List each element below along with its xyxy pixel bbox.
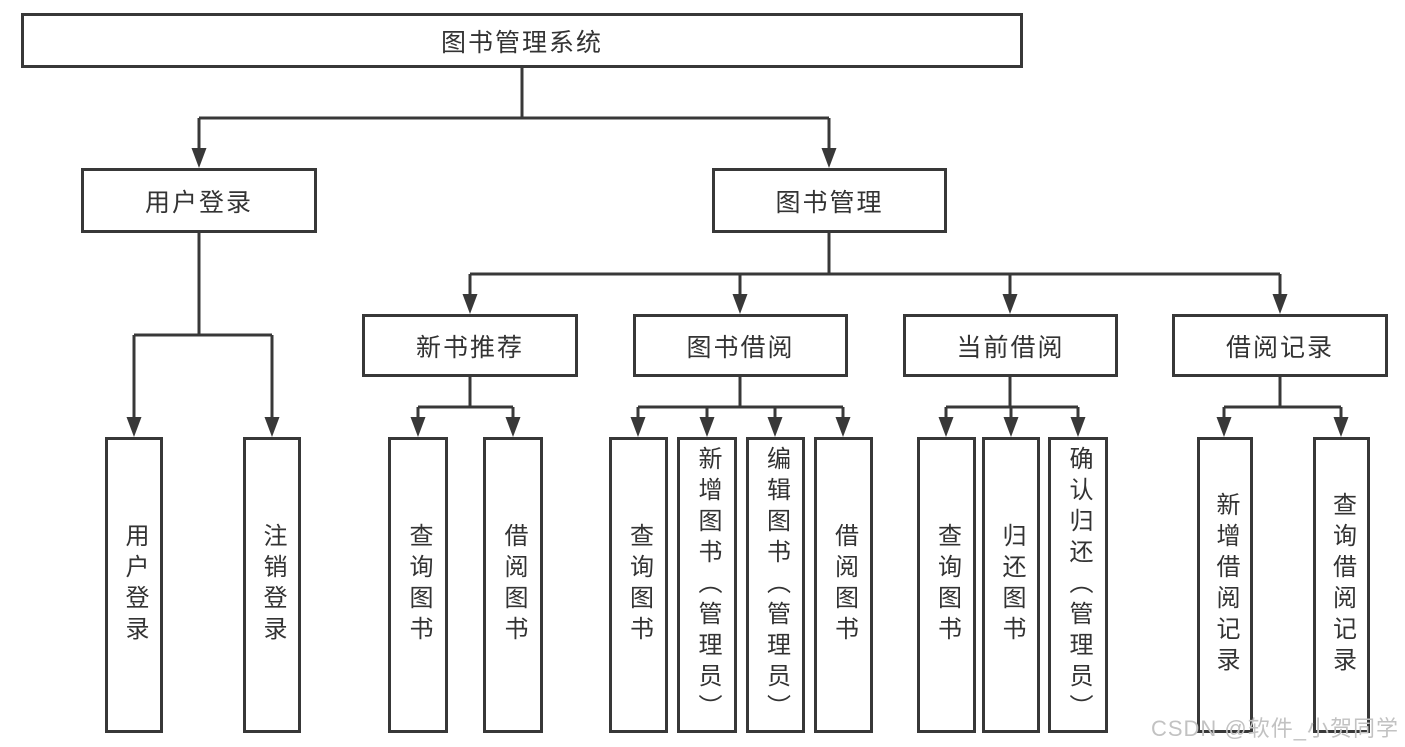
csdn-watermark: CSDN @软件_小贺同学 [1150,716,1399,741]
connector-user-login-branch [132,233,274,421]
arrowhead-new-book-node [462,294,478,314]
connector-borrow-records-branch [1222,377,1343,421]
node-current-borrow-label: 当前借阅 [956,333,1065,362]
connector-new-book-branch [416,377,515,421]
arrowhead-user-login-node [191,148,207,168]
leaf-query-books-2: 查询图书 [609,437,668,733]
arrowhead-leaf-add-record [1216,417,1232,437]
arrowhead-leaf-user-login [126,417,142,437]
leaf-edit-book-admin-label: 编辑图书（管理员） [762,445,790,725]
leaf-edit-book-admin: 编辑图书（管理员） [746,437,805,733]
leaf-logout-label: 注销登录 [259,523,286,647]
leaf-query-books-3-label: 查询图书 [933,523,961,647]
leaf-return-book: 归还图书 [982,437,1040,733]
leaf-return-book-label: 归还图书 [998,523,1025,647]
arrowhead-current-borrow-node [1002,294,1018,314]
node-user-login: 用户登录 [81,168,317,233]
arrowhead-leaf-edit-book [767,417,783,437]
connector-book-management-branch [468,233,1282,296]
leaf-logout: 注销登录 [243,437,301,733]
arrowhead-leaf-return-book [1003,417,1019,437]
leaf-borrow-books-1: 借阅图书 [483,437,543,733]
leaf-query-books-1-label: 查询图书 [405,523,432,647]
arrowhead-leaf-query-books-2 [630,417,646,437]
arrowhead-leaf-add-book [699,417,715,437]
leaf-query-books-1: 查询图书 [388,437,448,733]
node-book-management: 图书管理 [712,168,947,233]
arrowhead-leaf-query-books-3 [938,417,954,437]
leaf-add-book-admin: 新增图书（管理员） [677,437,737,733]
node-current-borrow: 当前借阅 [903,314,1118,377]
leaf-query-books-3: 查询图书 [917,437,976,733]
arrowhead-leaf-confirm-return [1070,417,1086,437]
arrowhead-leaf-query-record [1333,417,1349,437]
node-borrow-records-label: 借阅记录 [1225,333,1334,362]
node-book-borrow-label: 图书借阅 [686,333,795,362]
connector-book-borrow-branch [636,377,845,421]
connector-root-branch [197,68,831,150]
arrowhead-borrow-records-node [1272,294,1288,314]
leaf-add-borrow-record: 新增借阅记录 [1197,437,1253,733]
node-new-book-recommend: 新书推荐 [362,314,578,377]
leaf-query-borrow-record: 查询借阅记录 [1313,437,1370,733]
leaf-add-borrow-record-label: 新增借阅记录 [1212,492,1239,678]
leaf-query-borrow-record-label: 查询借阅记录 [1328,492,1356,678]
node-root: 图书管理系统 [21,13,1023,68]
arrowhead-leaf-logout [264,417,280,437]
arrowhead-leaf-query-books-1 [410,417,426,437]
leaf-borrow-books-2: 借阅图书 [814,437,873,733]
node-book-borrow: 图书借阅 [633,314,848,377]
node-borrow-records: 借阅记录 [1172,314,1388,377]
leaf-borrow-books-2-label: 借阅图书 [830,523,858,647]
leaf-query-books-2-label: 查询图书 [625,523,653,647]
leaf-borrow-books-1-label: 借阅图书 [500,523,527,647]
arrowhead-book-borrow-node [732,294,748,314]
node-book-management-label: 图书管理 [775,188,884,217]
arrowhead-leaf-borrow-books-2 [835,417,851,437]
arrowhead-book-management-node [821,148,837,168]
leaf-confirm-return-admin: 确认归还（管理员） [1048,437,1108,733]
node-new-book-recommend-label: 新书推荐 [415,333,524,362]
leaf-user-login-label: 用户登录 [121,523,148,647]
node-user-login-label: 用户登录 [144,188,253,217]
leaf-confirm-return-admin-label: 确认归还（管理员） [1065,445,1092,725]
arrowhead-leaf-borrow-books-1 [505,417,521,437]
leaf-user-login: 用户登录 [105,437,163,733]
leaf-add-book-admin-label: 新增图书（管理员） [694,445,721,725]
connector-current-borrow-branch [944,377,1080,421]
node-root-label: 图书管理系统 [440,28,603,57]
